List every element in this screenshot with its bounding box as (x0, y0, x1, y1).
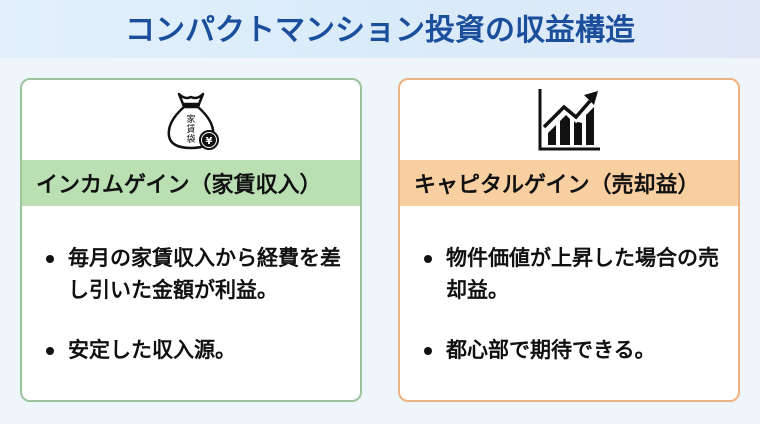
svg-text:賃: 賃 (186, 123, 195, 135)
svg-text:家: 家 (186, 113, 195, 125)
page-title: コンパクトマンション投資の収益構造 (125, 13, 635, 48)
bullet-item: 毎月の家賃収入から経費を差し引いた金額が利益。 (44, 242, 350, 306)
svg-text:袋: 袋 (186, 133, 195, 145)
capital-gain-heading: キャピタルゲイン（売却益） (400, 160, 738, 206)
bullet-item: 安定した収入源。 (44, 334, 350, 366)
bullet-item: 都心部で期待できる。 (422, 334, 728, 366)
bullet-item: 物件価値が上昇した場合の売却益。 (422, 242, 728, 306)
income-gain-card: 家 賃 袋 ¥ インカムゲイン（家賃収入） 毎月の家賃収入から経費を差し引いた金… (20, 78, 362, 402)
money-bag-yen-icon: 家 賃 袋 ¥ (22, 80, 360, 160)
income-gain-heading: インカムゲイン（家賃収入） (22, 160, 360, 206)
rising-chart-icon (400, 80, 738, 160)
header-banner: コンパクトマンション投資の収益構造 (0, 0, 760, 58)
capital-gain-card: キャピタルゲイン（売却益） 物件価値が上昇した場合の売却益。 都心部で期待できる… (398, 78, 740, 402)
capital-gain-bullets: 物件価値が上昇した場合の売却益。 都心部で期待できる。 (400, 206, 738, 366)
income-gain-bullets: 毎月の家賃収入から経費を差し引いた金額が利益。 安定した収入源。 (22, 206, 360, 366)
svg-text:¥: ¥ (206, 136, 213, 147)
